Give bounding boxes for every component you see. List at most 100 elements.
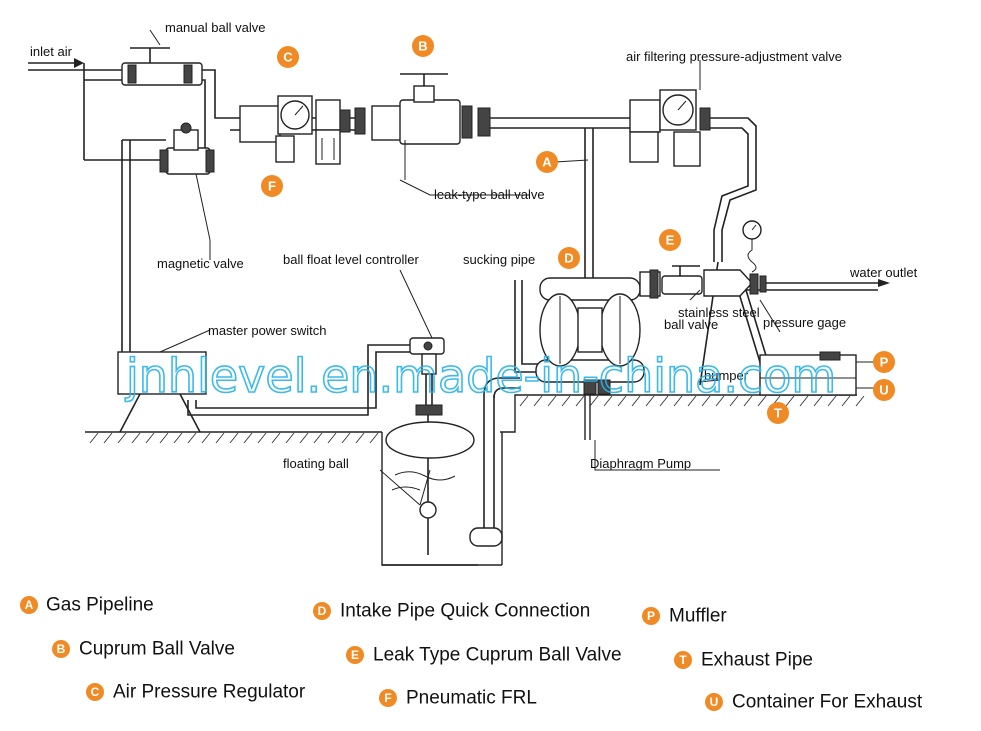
- svg-text:F: F: [268, 179, 276, 194]
- ground-hatch: [589, 395, 599, 407]
- ground-hatch: [687, 395, 697, 407]
- ground-hatch: [631, 395, 641, 407]
- svg-text:U: U: [710, 695, 719, 709]
- ground-hatch: [215, 432, 225, 444]
- badge-d: D: [558, 247, 580, 269]
- label-ball-valve: ball valve: [664, 317, 718, 332]
- ground-hatch: [827, 395, 837, 407]
- ground-hatch: [145, 432, 155, 444]
- ground-hatch: [701, 395, 711, 407]
- ground-hatch: [743, 395, 753, 407]
- leak-type-ball-valve-device: [371, 73, 491, 145]
- ground: [85, 394, 865, 566]
- ground-hatch: [355, 432, 365, 444]
- ground-hatch: [369, 432, 379, 444]
- legend-text: Gas Pipeline: [46, 595, 154, 616]
- svg-text:F: F: [384, 691, 391, 705]
- ground-hatch: [103, 432, 113, 444]
- legend-item-d: D Intake Pipe Quick Connection: [313, 601, 590, 622]
- svg-text:T: T: [774, 406, 782, 421]
- label-pressure-gage: pressure gage: [763, 315, 846, 330]
- ground-hatch: [561, 395, 571, 407]
- ground-hatch: [575, 395, 585, 407]
- component-labels: inlet air manual ball valve air filterin…: [30, 20, 918, 471]
- ground-hatch: [159, 432, 169, 444]
- master-power-switch-device: [117, 351, 207, 433]
- svg-text:C: C: [283, 50, 293, 65]
- ground-hatch: [519, 395, 529, 407]
- label-diaphragm-pump: Diaphragm Pump: [590, 456, 691, 471]
- diaphragm-pump-device: [535, 277, 645, 395]
- magnetic-valve-device: [159, 122, 215, 175]
- label-floating-ball: floating ball: [283, 456, 349, 471]
- ground-hatch: [187, 432, 197, 444]
- ground-hatch: [327, 432, 337, 444]
- ground-hatch: [855, 395, 865, 407]
- legend-item-e: E Leak Type Cuprum Ball Valve: [346, 645, 622, 666]
- legend-text: Air Pressure Regulator: [113, 682, 306, 703]
- ground-hatch: [603, 395, 613, 407]
- label-inlet-air: inlet air: [30, 44, 73, 59]
- badge-b: B: [412, 35, 434, 57]
- ball-float-level-controller-device: [385, 337, 475, 555]
- svg-text:C: C: [91, 685, 100, 699]
- svg-text:E: E: [666, 233, 675, 248]
- svg-text:D: D: [564, 251, 573, 266]
- legend: A Gas Pipeline B Cuprum Ball Valve C Air…: [20, 595, 923, 713]
- ground-hatch: [841, 395, 851, 407]
- legend-text: Cuprum Ball Valve: [79, 639, 235, 660]
- svg-text:D: D: [318, 604, 327, 618]
- svg-text:A: A: [542, 155, 552, 170]
- badge-a: A: [536, 151, 558, 173]
- svg-text:T: T: [679, 653, 687, 667]
- legend-text: Leak Type Cuprum Ball Valve: [373, 645, 622, 666]
- legend-item-t: T Exhaust Pipe: [674, 650, 813, 671]
- stainless-steel-ball-valve-device: [639, 265, 767, 299]
- ground-hatch: [673, 395, 683, 407]
- ground-hatch: [547, 395, 557, 407]
- piping: [28, 58, 890, 547]
- ground-hatch: [533, 395, 543, 407]
- ground-hatch: [117, 432, 127, 444]
- badge-u: U: [873, 379, 895, 401]
- ground-hatch: [785, 395, 795, 407]
- legend-text: Pneumatic FRL: [406, 688, 537, 709]
- legend-item-a: A Gas Pipeline: [20, 595, 154, 616]
- label-water-outlet: water outlet: [849, 265, 918, 280]
- label-magnetic-valve: magnetic valve: [157, 256, 244, 271]
- ground-hatch: [799, 395, 809, 407]
- exhaust-container-device: [759, 351, 880, 396]
- ground-hatch: [341, 432, 351, 444]
- ground-hatch: [201, 432, 211, 444]
- air-filtering-pressure-adjustment-valve-device: [629, 89, 711, 167]
- svg-text:A: A: [25, 598, 34, 612]
- legend-item-b: B Cuprum Ball Valve: [52, 639, 235, 660]
- ground-hatch: [89, 432, 99, 444]
- label-manual-ball-valve: manual ball valve: [165, 20, 265, 35]
- legend-item-f: F Pneumatic FRL: [379, 688, 537, 709]
- label-ball-float-level-controller: ball float level controller: [283, 252, 420, 267]
- ground-hatch: [299, 432, 309, 444]
- badge-c: C: [277, 46, 299, 68]
- badge-t: T: [767, 402, 789, 424]
- ground-hatch: [257, 432, 267, 444]
- ground-hatch: [243, 432, 253, 444]
- ground-hatch: [659, 395, 669, 407]
- ground-hatch: [285, 432, 295, 444]
- label-master-power-switch: master power switch: [208, 323, 326, 338]
- ground-hatch: [131, 432, 141, 444]
- ground-hatch: [757, 395, 767, 407]
- label-air-filtering-valve: air filtering pressure-adjustment valve: [626, 49, 842, 64]
- legend-item-c: C Air Pressure Regulator: [86, 682, 306, 703]
- legend-text: Muffler: [669, 606, 727, 627]
- legend-item-p: P Muffler: [642, 606, 727, 627]
- label-leak-type-ball-valve: leak-type ball valve: [434, 187, 545, 202]
- svg-text:B: B: [57, 642, 66, 656]
- ground-hatch: [313, 432, 323, 444]
- badge-f: F: [261, 175, 283, 197]
- ground-hatch: [813, 395, 823, 407]
- ground-hatch: [271, 432, 281, 444]
- legend-text: Exhaust Pipe: [701, 650, 813, 671]
- ground-hatch: [617, 395, 627, 407]
